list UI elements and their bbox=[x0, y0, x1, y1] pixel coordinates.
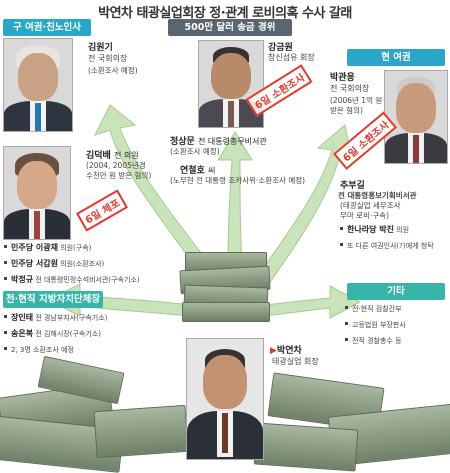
list-item-text: 의원(구속) bbox=[57, 244, 92, 252]
note-yeon-cheolho: (노무현 전 대통령 조카사위·소환조사 예정) bbox=[170, 176, 306, 185]
role-kim-deokbae: 전 의원 bbox=[113, 151, 139, 160]
list-item-name: 송은복 bbox=[11, 329, 34, 338]
role-kang-geumwon: 창신섬유 회장 bbox=[268, 53, 315, 62]
list-item-text: 전 경남부지사(구속기소) bbox=[33, 314, 108, 322]
arrow-former bbox=[94, 104, 219, 281]
list-item: 전직 경찰총수 등 bbox=[345, 333, 406, 349]
name-jeong-sangmun: 정상문 전 대통령총무비서관 bbox=[170, 134, 267, 147]
portrait-kang-geumwon bbox=[198, 40, 264, 128]
role-jeong-sangmun: 전 대통령총무비서관 bbox=[197, 137, 267, 146]
list-item-name: 민주당 서갑원 bbox=[11, 259, 58, 268]
list-item-name: 장인태 bbox=[11, 313, 34, 322]
name-kim-deokbae: 김덕배 전 의원 bbox=[86, 148, 139, 161]
name-park-yeoncha: ▶박연차 bbox=[270, 346, 302, 356]
portrait-park-yeoncha bbox=[186, 338, 264, 460]
note-chu-bugil-1: (태광실업 세무조사 bbox=[340, 201, 401, 210]
section-local-heads: 전·현직 지방자치단체장 bbox=[3, 291, 103, 308]
list-item-text: 고등법원 부장판사 bbox=[352, 321, 406, 329]
name-chu-bugil: 추부길 bbox=[340, 181, 365, 191]
list-item-text: 전·현직 검찰간부 bbox=[352, 305, 402, 313]
note-chu-bugil-2: 무마 로비·구속) bbox=[340, 211, 390, 220]
note-kim-deokbae-2: 수천만 원 받은 혐의) bbox=[86, 171, 152, 180]
list-item: 고등법원 부장판사 bbox=[345, 317, 406, 333]
list-item-text: 의원(소환조사) bbox=[57, 260, 105, 268]
name-kim-wongi: 김원기 bbox=[88, 43, 113, 53]
list-item-text: 전 대통령민정수석비서관(구속기소) bbox=[33, 276, 140, 284]
list-item: 전·현직 검찰간부 bbox=[345, 301, 406, 317]
list-item-text: 의원 bbox=[393, 226, 410, 234]
name-kim-deokbae-text: 김덕배 bbox=[86, 151, 111, 161]
list-item-text: 전직 경찰총수 등 bbox=[352, 337, 402, 345]
role-chu-bugil: 전 대통령홍보기획비서관 bbox=[338, 191, 417, 200]
note-kim-wongi: (소환조사 예정) bbox=[88, 66, 138, 75]
entry-chu-bugil: 추부길 전 대통령홍보기획비서관 (태광실업 세무조사 무마 로비·구속) bbox=[338, 178, 417, 221]
name-yeon-cheolho: 연철호 씨 bbox=[180, 163, 305, 176]
list-item-text: 또 다른 여권인사(?)에게 청탁 bbox=[347, 242, 434, 250]
section-current-ruling: 현 여권 bbox=[347, 49, 445, 66]
name-kang-geumwon: 강금원 bbox=[268, 43, 293, 53]
note-jeong-sangmun: (소환조사 예정) bbox=[170, 147, 220, 156]
arrow-local bbox=[46, 283, 191, 317]
list-item-name: 박정규 bbox=[11, 275, 34, 284]
list-etc: 전·현직 검찰간부 고등법원 부장판사 전직 경찰총수 등 bbox=[345, 301, 406, 349]
note-park-gwanyong-2: 받은 혐의) bbox=[330, 106, 363, 115]
section-dollar-route: 500만 달러 송금 경위 bbox=[168, 19, 292, 36]
list-item: 박정규 전 대통령민정수석비서관(구속기소) bbox=[4, 272, 140, 288]
portrait-kim-wongi bbox=[3, 38, 73, 132]
entry-jeong-sangmun: 정상문 전 대통령총무비서관 (소환조사 예정) bbox=[170, 134, 267, 157]
portrait-park-gwanyong bbox=[384, 70, 448, 164]
role-park-yeoncha: 태광실업 회장 bbox=[272, 357, 319, 366]
page-title: 박연차 태광실업회장 정·관계 로비의혹 수사 갈래 bbox=[98, 6, 352, 21]
role-yeon-cheolho: 씨 bbox=[207, 166, 216, 175]
portrait-kim-deokbae bbox=[3, 146, 71, 240]
name-park-gwanyong: 박관용 bbox=[330, 73, 355, 83]
list-current-ruling: 한나라당 박진 의원 또 다른 여권인사(?)에게 청탁 bbox=[340, 222, 434, 254]
name-park-yeoncha-text: 박연차 bbox=[276, 346, 302, 356]
role-park-gwanyong: 전 국회의장 bbox=[330, 84, 370, 93]
list-item: 한나라당 박진 의원 bbox=[340, 222, 434, 238]
list-item-name: 민주당 이광재 bbox=[11, 243, 58, 252]
note-park-gwanyong-1: (2006년 1억 원 bbox=[330, 96, 383, 105]
list-former-ruling: 민주당 이광재 의원(구속) 민주당 서갑원 의원(소환조사) 박정규 전 대통… bbox=[4, 240, 140, 288]
list-item: 장인태 전 경남부지사(구속기소) bbox=[4, 310, 107, 326]
note-kim-deokbae-1: (2004, 2005년경 bbox=[86, 161, 146, 170]
section-etc: 기타 bbox=[347, 283, 445, 300]
arrows-graphic bbox=[46, 104, 362, 319]
list-item: 민주당 이광재 의원(구속) bbox=[4, 240, 140, 256]
list-local-heads: 장인태 전 경남부지사(구속기소) 송은복 전 김해시장(구속기소) 2, 3명… bbox=[4, 310, 107, 358]
name-jeong-sangmun-text: 정상문 bbox=[170, 137, 195, 147]
list-item-text: 전 김해시장(구속기소) bbox=[33, 330, 101, 338]
list-item-name: 한나라당 박진 bbox=[347, 225, 394, 234]
money-pile-center bbox=[179, 252, 271, 322]
list-item: 민주당 서갑원 의원(소환조사) bbox=[4, 256, 140, 272]
list-item: 또 다른 여권인사(?)에게 청탁 bbox=[340, 238, 434, 254]
name-yeon-cheolho-text: 연철호 bbox=[180, 166, 205, 176]
entry-yeon-cheolho: 연철호 씨 (노무현 전 대통령 조카사위·소환조사 예정) bbox=[170, 163, 305, 186]
arrow-dollar bbox=[217, 131, 253, 269]
role-kim-wongi: 전 국회의장 bbox=[88, 54, 128, 63]
list-item: 2, 3명 소환조사 예정 bbox=[4, 342, 107, 358]
arrow-etc bbox=[264, 285, 362, 319]
list-item-text: 2, 3명 소환조사 예정 bbox=[11, 346, 74, 354]
section-former-ruling: 구 여권·친노인사 bbox=[3, 19, 91, 36]
list-item: 송은복 전 김해시장(구속기소) bbox=[4, 326, 107, 342]
